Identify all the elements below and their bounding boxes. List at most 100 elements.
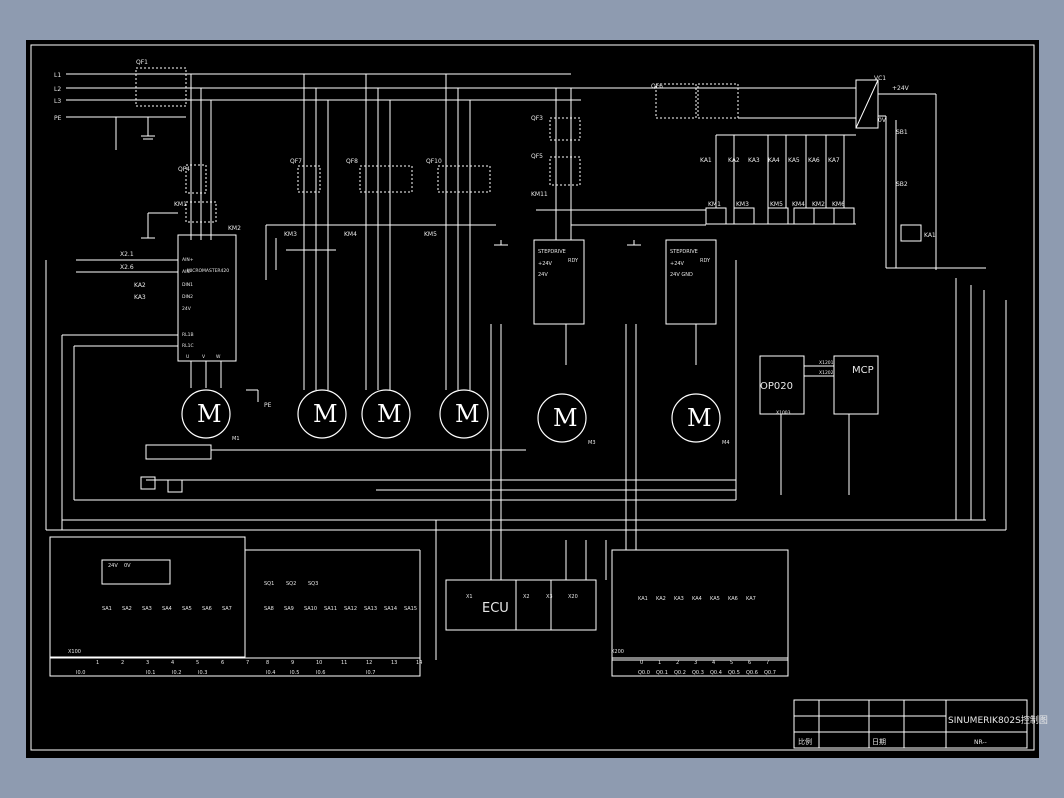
breaker-qf3: QF3 [531,115,543,122]
power-supply [855,79,879,129]
inv-din2: DIN2 [182,294,193,300]
op020-box [759,355,805,415]
phase-l2: L2 [54,86,61,93]
labels: L1 L2 L3 PE QF1 QF4 KM1 QF7 QF8 QF10 KM2… [54,59,1048,746]
input-pin: 5 [196,660,199,666]
contactor-km1: KM1 [174,201,187,208]
border [30,44,1035,751]
coil-km2: KM2 [812,201,825,208]
ecu-port-x20: X20 [568,594,578,600]
motor-label: M4 [722,440,730,446]
stepdrive-2-terminal: 24V GND [670,272,693,278]
estop-ka1: KA1 [924,232,936,239]
stepdrive-box-2 [665,239,717,325]
contactor-km4: KM4 [344,231,357,238]
inv-24v: 24V [182,306,192,312]
input-switch: SA2 [122,606,132,612]
coil-km4: KM4 [792,201,805,208]
input-switch: SA12 [344,606,357,612]
op020-label: OP020 [760,381,793,392]
drawing-number: NR-- [974,739,987,746]
ecu-label: ECU [482,601,509,616]
breaker-qf6: QF6 [651,83,663,90]
title-text: SINUMERIK802S控制图 [948,714,1048,726]
motor-1: MM1 [181,389,240,442]
input-pin: 6 [221,660,224,666]
output-relay: KA2 [656,596,666,602]
input-switch: SA15 [404,606,417,612]
output-relay: KA3 [674,596,684,602]
motor-3: M [361,389,411,439]
motor-circle [361,389,411,439]
coil-km1: KM1 [708,201,721,208]
inverter-box [177,234,237,362]
date-label: 日期 [872,738,886,746]
title-block [793,699,1028,749]
inverter-name: MICROMASTER420 [187,268,229,274]
motor-symbol: M [687,404,712,432]
output-label-q01: Q0.1 [656,670,668,676]
coil-km3: KM3 [736,201,749,208]
x200-terminal [611,657,789,677]
input-switch: SA1 [102,606,112,612]
input-button: SQ3 [308,581,318,587]
output-pin: 7 [766,660,769,666]
input-label-i00: I0.0 [76,670,85,676]
stepdrive-2-rdy: RDY [700,258,711,264]
output-relay: KA4 [692,596,702,602]
motor-symbol: M [313,400,338,428]
input-pin: 10 [316,660,322,666]
coil-km6: KM6 [832,201,845,208]
stepdrive-1-name: STEPDRIVE [538,249,566,255]
input-switch: SA13 [364,606,377,612]
input-switch: SA5 [182,606,192,612]
input-switch: SA3 [142,606,152,612]
ecu-port-x3: X3 [546,594,553,600]
input-block [49,536,246,658]
panel-x1003: X1003 [776,410,791,416]
power-module-name: VC1 [874,75,886,82]
output-relay: KA6 [728,596,738,602]
motor-symbol: M [455,400,480,428]
motor-symbol: M [377,400,402,428]
motor-circle [537,393,587,443]
ecu-port-x1: X1 [466,594,473,600]
contactor-km2: KM2 [228,225,241,232]
breaker-qf4: QF4 [178,166,190,173]
stepdrive-1-rdy: RDY [568,258,579,264]
ecu-box [445,579,597,631]
stepdrive-1-terminal: 24V [538,272,548,278]
input-pin: 3 [146,660,149,666]
wiring [30,44,1035,751]
input-switch: SA9 [284,606,294,612]
stepdrive-2-power: +24V [670,261,685,267]
x100-name: X100 [68,649,81,655]
input-label-i04: I0.4 [266,670,275,676]
power-module-zero: 0V [878,117,887,124]
output-pin: 5 [730,660,733,666]
inv-ain-minus: AIN- [182,269,192,275]
scale-label: 比例 [798,737,812,746]
input-label-i06: I0.6 [316,670,325,676]
input-pin: 8 [266,660,269,666]
input-label-i02: I0.2 [172,670,181,676]
panel-x1201: X1201 [819,360,834,366]
input-pin: 9 [291,660,294,666]
input-label-i03: I0.3 [198,670,207,676]
inv-w: W [216,354,221,360]
motor-4: M [439,389,489,439]
input-pin: 4 [171,660,174,666]
output-label-q04: Q0.4 [710,670,722,676]
relay-top-ka6: KA6 [808,157,820,164]
input-24v: 24V [108,563,118,569]
input-label-i05: I0.5 [290,670,299,676]
inv-rl1b: RL1B [182,332,194,338]
input-button: SQ1 [264,581,274,587]
input-0v: 0V [124,563,131,569]
motor-circle [439,389,489,439]
input-switch: SA14 [384,606,397,612]
output-pin: 2 [676,660,679,666]
output-label-q03: Q0.3 [692,670,704,676]
input-switch: SA4 [162,606,172,612]
